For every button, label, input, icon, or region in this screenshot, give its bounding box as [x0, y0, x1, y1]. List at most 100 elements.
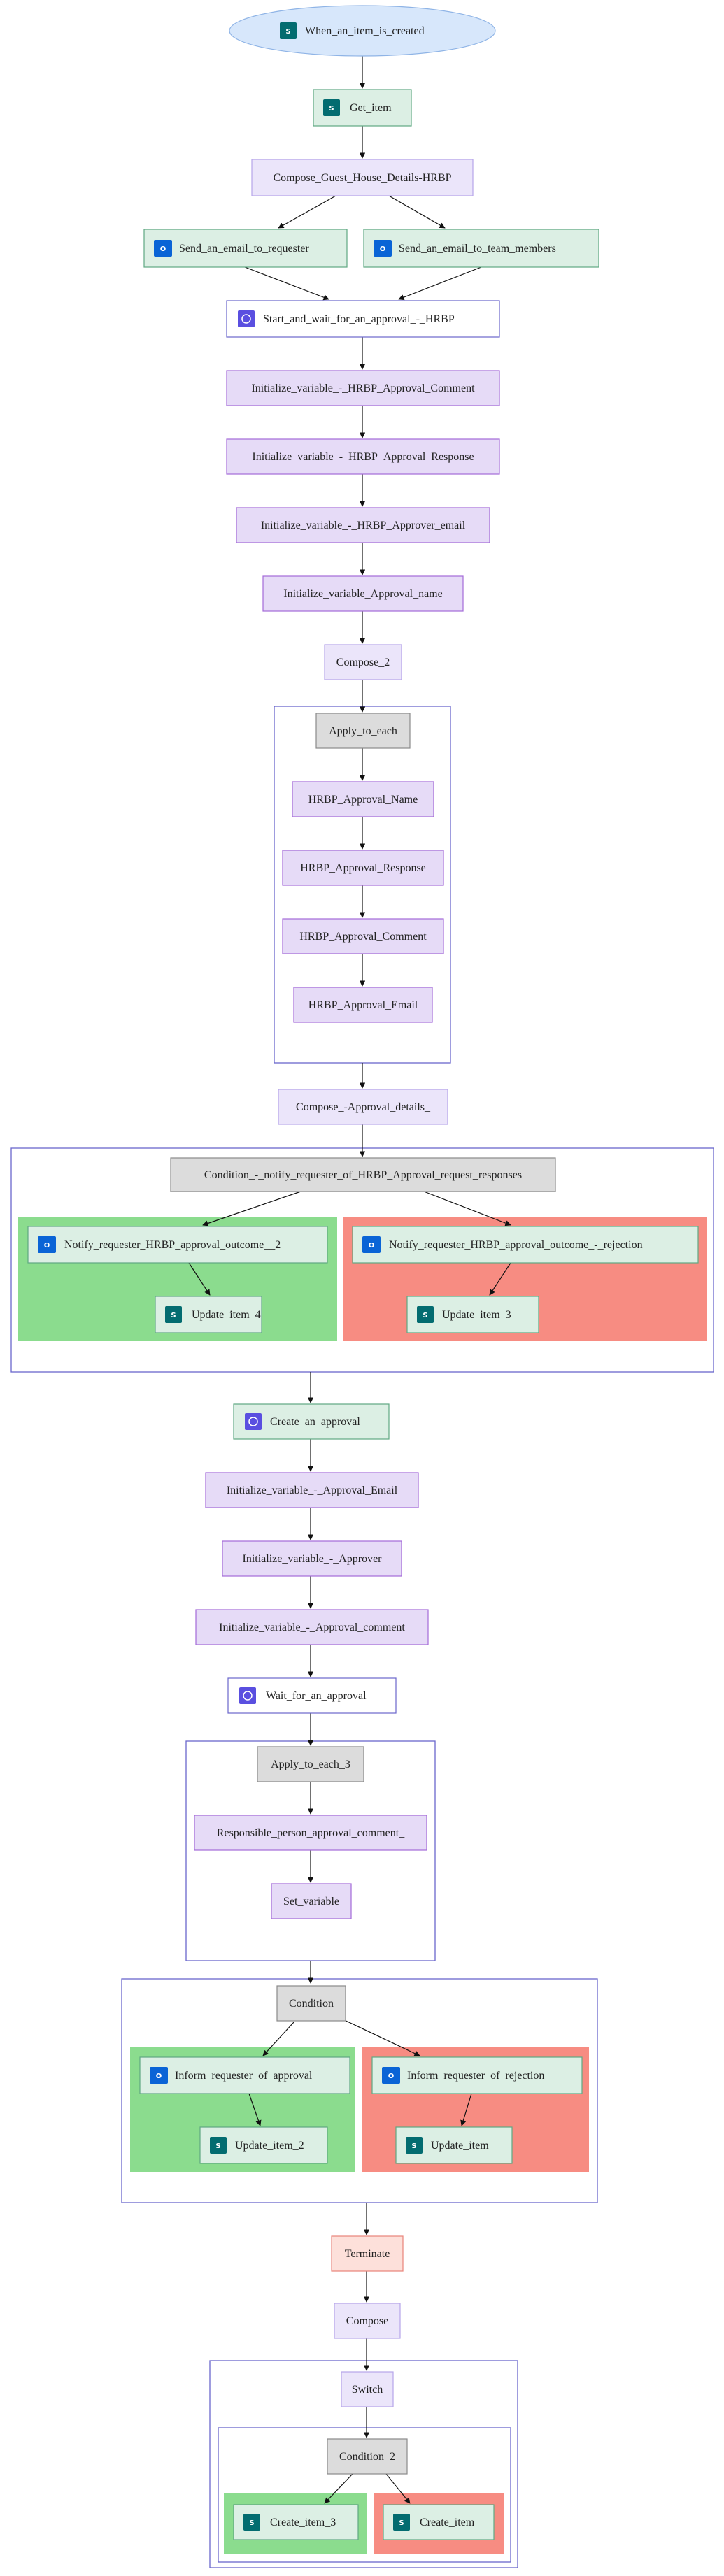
node-apply-to-each-3[interactable]: Apply_to_each_3 — [257, 1746, 364, 1782]
node-send-email-team[interactable]: O Send_an_email_to_team_members — [363, 229, 599, 268]
node-label: Initialize_variable_-_HRBP_Approval_Resp… — [252, 451, 474, 463]
node-label: Condition_2 — [339, 2451, 395, 2463]
node-start-and-wait-approval[interactable]: Start_and_wait_for_an_approval_-_HRBP — [226, 300, 500, 338]
node-label: Apply_to_each_3 — [271, 1759, 350, 1770]
node-label: Condition_-_notify_requester_of_HRBP_App… — [204, 1169, 522, 1181]
node-label: Compose_-Approval_details_ — [296, 1101, 431, 1113]
outlook-icon: O — [374, 240, 392, 257]
node-set-variable[interactable]: Set_variable — [271, 1883, 352, 1919]
node-update-item-4[interactable]: S Update_item_4 — [155, 1296, 262, 1333]
node-compose-approval-details[interactable]: Compose_-Approval_details_ — [278, 1089, 448, 1125]
node-init-approver[interactable]: Initialize_variable_-_Approver — [222, 1540, 402, 1577]
cluster-switch — [209, 2360, 518, 2568]
node-hrbp-approval-name[interactable]: HRBP_Approval_Name — [292, 781, 434, 817]
outlook-icon: O — [150, 2067, 168, 2084]
node-label: Terminate — [345, 2248, 390, 2260]
cluster-condition — [121, 1978, 598, 2203]
node-compose-2[interactable]: Compose_2 — [324, 644, 402, 680]
node-hrbp-approval-response[interactable]: HRBP_Approval_Response — [282, 850, 444, 886]
node-inform-approval[interactable]: O Inform_requester_of_approval — [139, 2056, 350, 2094]
node-get-item[interactable]: S Get_item — [313, 89, 412, 127]
svg-text:O: O — [388, 2073, 395, 2080]
node-label: Get_item — [350, 102, 392, 114]
node-label: Compose_2 — [336, 657, 390, 668]
node-label: Responsible_person_approval_comment_ — [217, 1827, 405, 1839]
cluster-condition-2 — [218, 2427, 511, 2563]
svg-text:O: O — [160, 245, 166, 253]
node-label: Compose — [346, 2315, 388, 2327]
node-label: Initialize_variable_-_Approval_comment — [219, 1622, 405, 1633]
node-notify-outcome-2[interactable]: O Notify_requester_HRBP_approval_outcome… — [27, 1226, 328, 1264]
node-responsible-person-comment[interactable]: Responsible_person_approval_comment_ — [194, 1815, 427, 1851]
node-init-approval-name[interactable]: Initialize_variable_Approval_name — [262, 575, 464, 612]
node-label: Update_item_3 — [442, 1309, 511, 1321]
svg-text:O: O — [380, 245, 386, 253]
node-label: Update_item_4 — [192, 1309, 261, 1321]
node-label: Condition — [289, 1998, 334, 2010]
node-label: Initialize_variable_-_HRBP_Approver_emai… — [261, 520, 466, 531]
approvals-icon — [239, 1687, 256, 1704]
node-label: Wait_for_an_approval — [266, 1690, 367, 1702]
outlook-icon: O — [154, 240, 172, 257]
node-label: Update_item — [431, 2140, 489, 2152]
svg-text:O: O — [156, 2073, 162, 2080]
svg-text:S: S — [399, 2519, 404, 2527]
node-create-item[interactable]: S Create_item — [383, 2504, 495, 2540]
node-label: Create_item_3 — [270, 2517, 336, 2528]
node-label: HRBP_Approval_Email — [308, 999, 418, 1011]
node-create-item-3[interactable]: S Create_item_3 — [233, 2504, 359, 2540]
node-label: HRBP_Approval_Response — [300, 862, 426, 874]
svg-text:O: O — [369, 1242, 375, 1250]
node-hrbp-approval-email[interactable]: HRBP_Approval_Email — [293, 987, 433, 1023]
node-inform-rejection[interactable]: O Inform_requester_of_rejection — [371, 2056, 583, 2094]
node-condition-2[interactable]: Condition_2 — [327, 2438, 408, 2475]
node-label: Notify_requester_HRBP_approval_outcome_-… — [389, 1239, 643, 1251]
node-label: Inform_requester_of_rejection — [407, 2070, 544, 2082]
sharepoint-icon: S — [417, 1306, 434, 1323]
node-init-hrbp-comment[interactable]: Initialize_variable_-_HRBP_Approval_Comm… — [226, 370, 500, 406]
node-update-item-2[interactable]: S Update_item_2 — [199, 2126, 328, 2164]
node-label: Initialize_variable_-_Approver — [242, 1553, 382, 1565]
sharepoint-icon: S — [243, 2514, 260, 2531]
outlook-icon: O — [38, 1236, 56, 1253]
node-wait-approval[interactable]: Wait_for_an_approval — [227, 1677, 397, 1714]
svg-text:S: S — [249, 2519, 254, 2527]
svg-text:S: S — [285, 28, 290, 36]
node-condition-notify[interactable]: Condition_-_notify_requester_of_HRBP_App… — [170, 1157, 556, 1192]
node-update-item[interactable]: S Update_item — [395, 2126, 513, 2164]
sharepoint-icon: S — [165, 1306, 182, 1323]
node-label: When_an_item_is_created — [305, 25, 425, 37]
node-condition[interactable]: Condition — [276, 1985, 346, 2022]
node-label: Create_an_approval — [270, 1416, 360, 1428]
svg-text:S: S — [329, 105, 334, 113]
node-compose[interactable]: Compose — [334, 2303, 401, 2339]
node-hrbp-approval-comment[interactable]: HRBP_Approval_Comment — [282, 918, 444, 954]
svg-text:S: S — [423, 1312, 427, 1319]
node-label: HRBP_Approval_Comment — [299, 931, 427, 943]
node-update-item-3[interactable]: S Update_item_3 — [406, 1296, 539, 1333]
node-apply-to-each[interactable]: Apply_to_each — [315, 713, 411, 749]
node-init-hrbp-response[interactable]: Initialize_variable_-_HRBP_Approval_Resp… — [226, 438, 500, 475]
outlook-icon: O — [382, 2067, 400, 2084]
node-label: Switch — [352, 2384, 383, 2396]
node-init-approval-email[interactable]: Initialize_variable_-_Approval_Email — [205, 1472, 419, 1508]
node-create-approval[interactable]: Create_an_approval — [233, 1403, 390, 1440]
node-trigger[interactable]: S When_an_item_is_created — [229, 5, 496, 57]
node-switch[interactable]: Switch — [341, 2371, 394, 2407]
node-label: Apply_to_each — [329, 725, 397, 737]
node-send-email-requester[interactable]: O Send_an_email_to_requester — [143, 229, 348, 268]
sharepoint-icon: S — [210, 2137, 227, 2154]
nodes: S When_an_item_is_created S Get_item Com… — [27, 5, 699, 2540]
node-compose-guest-house[interactable]: Compose_Guest_House_Details-HRBP — [251, 159, 474, 196]
node-init-hrbp-approver-email[interactable]: Initialize_variable_-_HRBP_Approver_emai… — [236, 507, 490, 543]
node-notify-outcome-rejection[interactable]: O Notify_requester_HRBP_approval_outcome… — [352, 1226, 699, 1264]
node-label: Update_item_2 — [235, 2140, 304, 2152]
node-init-approval-comment[interactable]: Initialize_variable_-_Approval_comment — [195, 1609, 429, 1645]
node-label: Inform_requester_of_approval — [175, 2070, 313, 2082]
approvals-icon — [238, 310, 255, 327]
sharepoint-icon: S — [280, 22, 297, 39]
sharepoint-icon: S — [323, 99, 340, 116]
node-terminate[interactable]: Terminate — [331, 2235, 404, 2272]
edges — [188, 56, 511, 2504]
